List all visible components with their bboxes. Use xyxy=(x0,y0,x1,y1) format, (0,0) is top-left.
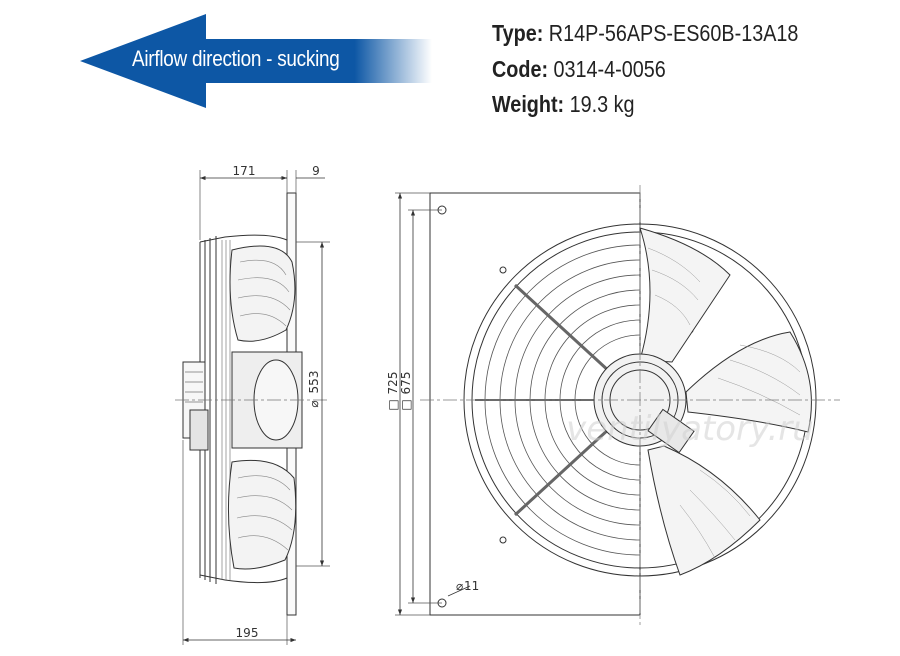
spec-type: Type: R14P-56APS-ES60B-13A18 xyxy=(492,20,798,47)
side-view xyxy=(175,170,330,645)
dim-depth-total: 195 xyxy=(236,626,259,640)
spec-code-value: 0314-4-0056 xyxy=(553,56,666,82)
spec-weight-key: Weight: xyxy=(492,91,565,117)
dim-square-outer: 725 xyxy=(386,372,400,395)
dim-hole-diameter-symbol: ⌀ xyxy=(456,579,463,593)
spec-code: Code: 0314-4-0056 xyxy=(492,56,666,83)
dim-inlet-diameter: 553 xyxy=(307,371,321,394)
spec-code-key: Code: xyxy=(492,56,549,82)
dim-square-outer-symbol: □ xyxy=(386,399,400,410)
dim-inlet-diameter-symbol: ⌀ xyxy=(307,400,321,407)
spec-weight-value: 19.3 kg xyxy=(569,91,635,117)
dim-depth-motor: 171 xyxy=(233,164,256,178)
dim-square-holes: 675 xyxy=(399,372,413,395)
dim-hole-diameter: 11 xyxy=(464,579,479,593)
dim-square-holes-symbol: □ xyxy=(399,399,413,410)
watermark: ventilyatory.ru xyxy=(566,409,814,449)
spec-weight: Weight: 19.3 kg xyxy=(492,91,635,118)
spec-type-key: Type: xyxy=(492,20,544,46)
spec-type-value: R14P-56APS-ES60B-13A18 xyxy=(548,20,799,46)
airflow-label: Airflow direction - sucking xyxy=(132,46,340,71)
dim-plate-thickness: 9 xyxy=(312,164,320,178)
airflow-direction-arrow: Airflow direction - sucking xyxy=(80,14,432,108)
front-view xyxy=(395,185,840,625)
